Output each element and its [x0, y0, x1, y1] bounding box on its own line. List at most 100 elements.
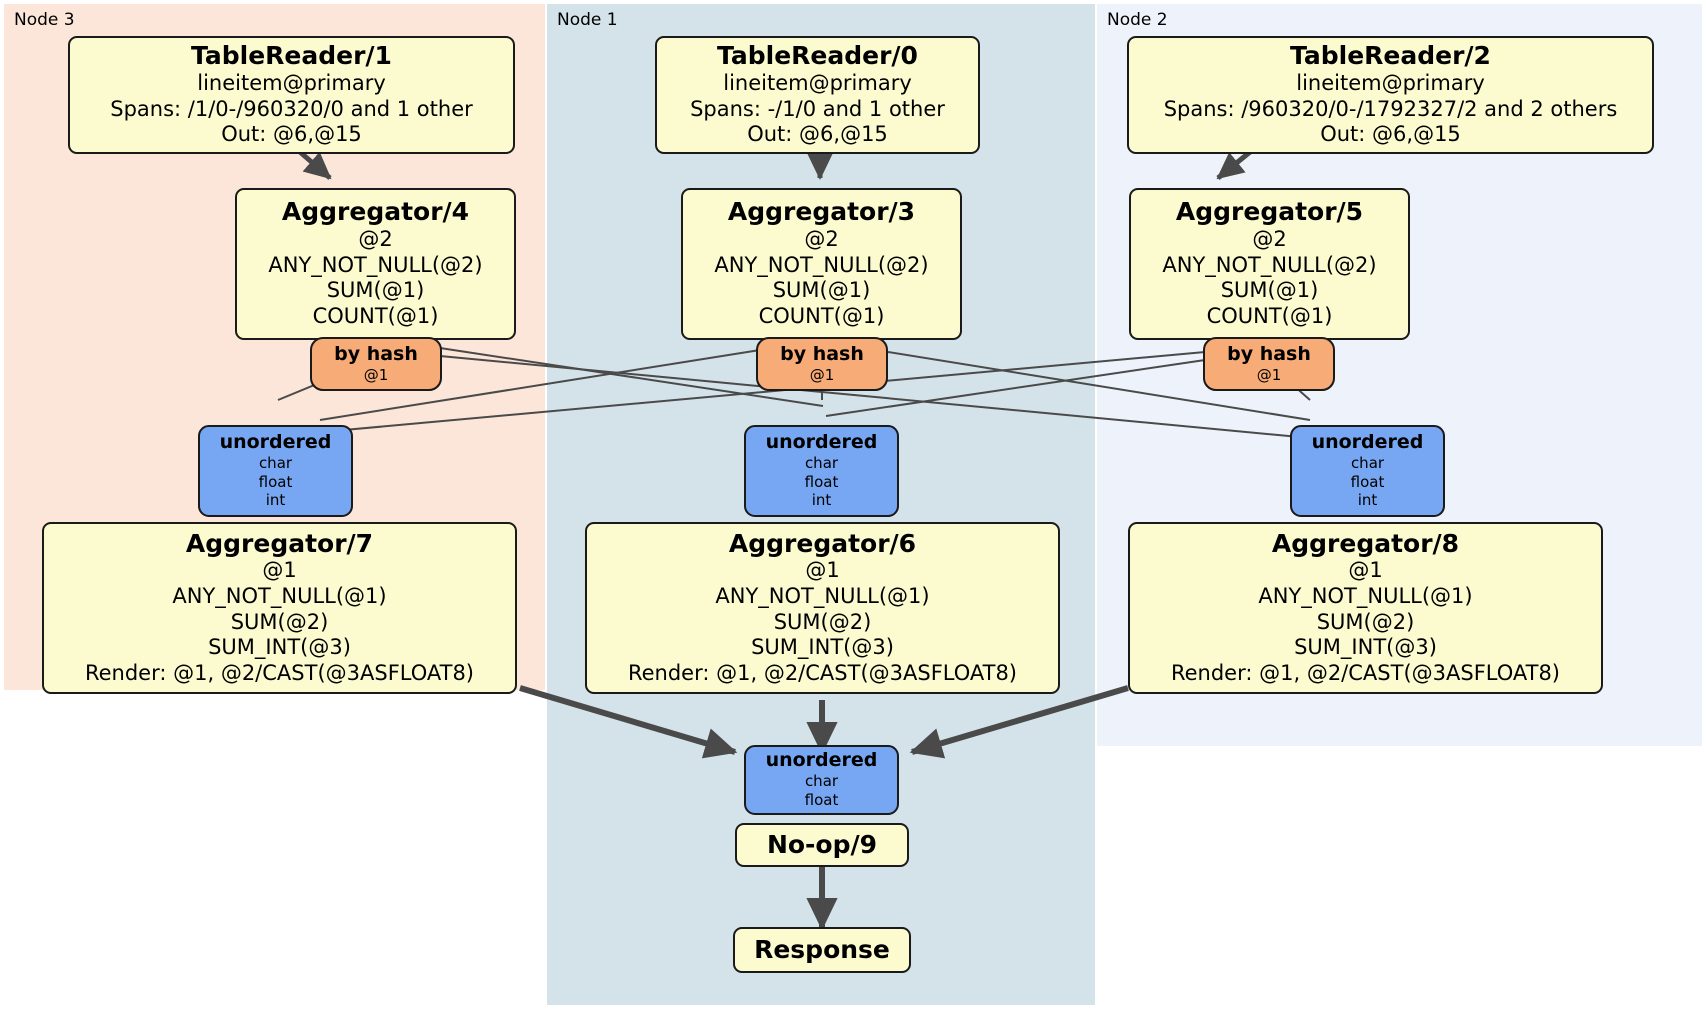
detail-line: @1	[805, 558, 840, 583]
detail-line: float	[804, 472, 839, 491]
router-by-hash-aggregator-5[interactable]: by hash @1	[1203, 337, 1335, 391]
detail-line: lineitem@primary	[1296, 70, 1485, 95]
detail-line: char	[1350, 453, 1385, 472]
processor-title: Response	[754, 934, 890, 964]
detail-line: int	[811, 491, 832, 510]
processor-noop-9[interactable]: No-op/9	[735, 823, 909, 867]
processor-title: Aggregator/4	[281, 197, 470, 227]
panel-node-1-label: Node 1	[557, 10, 618, 30]
detail-line: SUM(@2)	[773, 609, 872, 634]
detail-line: ANY_NOT_NULL(@2)	[268, 252, 483, 277]
detail-line: @2	[804, 227, 839, 252]
detail-line: Out: @6,@15	[747, 122, 888, 147]
detail-line: lineitem@primary	[197, 70, 386, 95]
receiver-title: unordered	[219, 430, 332, 453]
detail-line: @1	[363, 365, 389, 384]
detail-line: ANY_NOT_NULL(@2)	[1162, 252, 1377, 277]
router-title: by hash	[780, 342, 864, 365]
detail-line: ANY_NOT_NULL(@1)	[715, 583, 930, 608]
detail-line: Spans: /1/0-/960320/0 and 1 other	[110, 96, 473, 121]
receiver-title: unordered	[765, 430, 878, 453]
detail-line: Spans: -/1/0 and 1 other	[690, 96, 945, 121]
receiver-title: unordered	[1311, 430, 1424, 453]
detail-line: SUM_INT(@3)	[208, 635, 351, 660]
detail-line: COUNT(@1)	[758, 303, 885, 328]
processor-title: No-op/9	[766, 829, 878, 859]
router-lines: @1	[312, 366, 440, 385]
processor-response[interactable]: Response	[733, 927, 911, 973]
detail-line: COUNT(@1)	[312, 303, 439, 328]
processor-title: TableReader/1	[191, 41, 392, 71]
processor-title: Aggregator/6	[728, 528, 917, 558]
panel-node-2-label: Node 2	[1107, 10, 1168, 30]
processor-title: TableReader/0	[717, 41, 918, 71]
router-by-hash-aggregator-3[interactable]: by hash @1	[756, 337, 888, 391]
detail-line: ANY_NOT_NULL(@2)	[714, 252, 929, 277]
processor-title: Aggregator/8	[1271, 528, 1460, 558]
detail-line: ANY_NOT_NULL(@1)	[172, 583, 387, 608]
detail-line: @1	[809, 365, 835, 384]
detail-line: SUM_INT(@3)	[1294, 635, 1437, 660]
detail-line: @1	[262, 558, 297, 583]
detail-line: Render: @1, @2/CAST(@3ASFLOAT8)	[627, 660, 1018, 685]
processor-title: TableReader/2	[1290, 41, 1491, 71]
router-lines: @1	[758, 366, 886, 385]
detail-line: SUM(@1)	[1220, 278, 1319, 303]
panel-node-3-label: Node 3	[14, 10, 75, 30]
detail-line: Out: @6,@15	[1320, 122, 1461, 147]
detail-line: Spans: /960320/0-/1792327/2 and 2 others	[1163, 96, 1618, 121]
router-lines: @1	[1205, 366, 1333, 385]
router-title: by hash	[334, 342, 418, 365]
detail-line: SUM_INT(@3)	[751, 635, 894, 660]
detail-line: SUM(@1)	[326, 278, 425, 303]
processor-title: Aggregator/7	[185, 528, 374, 558]
detail-line: @2	[1252, 227, 1287, 252]
detail-line: @2	[358, 227, 393, 252]
detail-line: Render: @1, @2/CAST(@3ASFLOAT8)	[84, 660, 475, 685]
detail-line: SUM(@2)	[1316, 609, 1415, 634]
detail-line: float	[258, 472, 293, 491]
detail-line: Out: @6,@15	[221, 122, 362, 147]
router-by-hash-aggregator-4[interactable]: by hash @1	[310, 337, 442, 391]
detail-line: Render: @1, @2/CAST(@3ASFLOAT8)	[1170, 660, 1561, 685]
detail-line: @1	[1348, 558, 1383, 583]
processor-title: Aggregator/3	[727, 197, 916, 227]
detail-line: SUM(@2)	[230, 609, 329, 634]
detail-line: @1	[1256, 365, 1282, 384]
processor-title: Aggregator/5	[1175, 197, 1364, 227]
detail-line: COUNT(@1)	[1206, 303, 1333, 328]
detail-line: SUM(@1)	[772, 278, 871, 303]
detail-line: int	[265, 491, 286, 510]
detail-line: int	[1357, 491, 1378, 510]
detail-line: char	[804, 772, 839, 791]
detail-line: lineitem@primary	[723, 70, 912, 95]
detail-line: ANY_NOT_NULL(@1)	[1258, 583, 1473, 608]
